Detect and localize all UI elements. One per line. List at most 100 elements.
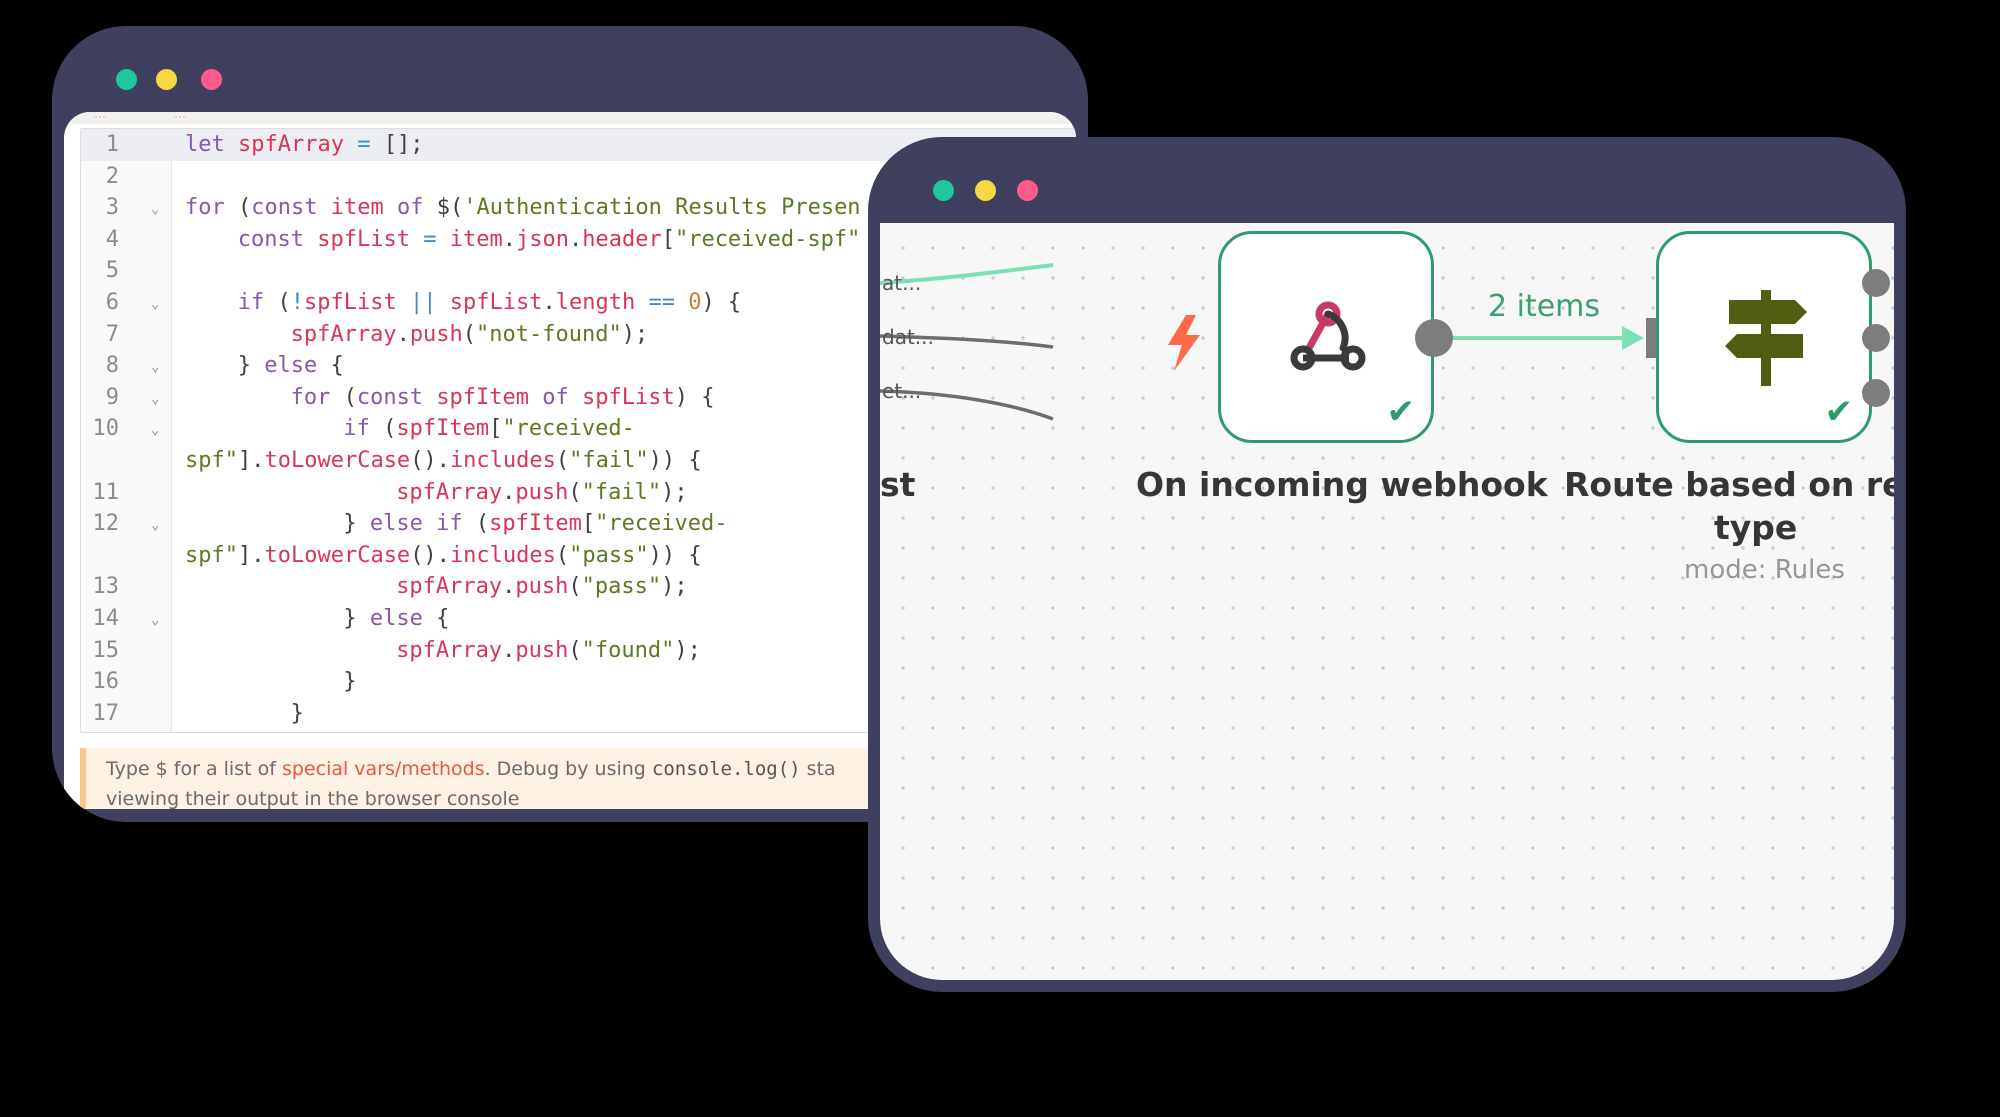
code-text: if (spfItem["received-: [343, 416, 635, 442]
code-line[interactable]: 3 ⌄ for (const item of $('Authentication R…: [81, 192, 1076, 224]
code-text: spfArray.push("fail");: [396, 479, 688, 505]
edge-line[interactable]: [880, 389, 1054, 421]
hint-text: Type $ for a list of special vars/method…: [106, 758, 836, 780]
line-number: 12: [92, 511, 120, 537]
code-text: spf"].toLowerCase().includes("pass")) {: [185, 542, 702, 568]
code-line[interactable]: 13 spfArray.push("pass");: [81, 571, 1076, 603]
code-line[interactable]: 10 ⌄ if (spfItem["received-: [81, 413, 1076, 445]
line-number: 7: [105, 321, 119, 347]
line-number: 5: [105, 258, 119, 284]
edge-line[interactable]: [880, 263, 1054, 285]
line-number-gutter: [81, 129, 172, 732]
code-text: spfArray.push("pass");: [396, 574, 688, 600]
code-text: } else if (spfItem["received-: [343, 511, 728, 537]
fold-chevron-icon[interactable]: ⌄: [151, 201, 160, 218]
line-number: 1: [105, 132, 119, 157]
line-number: 4: [105, 226, 119, 252]
offscreen-node-label: st: [880, 465, 916, 504]
webhook-node-label: On incoming webhook: [1136, 465, 1548, 504]
workflow-canvas-window: at... dat... et... st ✔ 2 items On incom…: [868, 137, 1906, 992]
switch-node[interactable]: ✔: [1656, 231, 1872, 443]
code-text: }: [343, 669, 357, 695]
code-line[interactable]: 17}: [81, 698, 1076, 730]
code-text: spfArray.push("not-found");: [290, 321, 649, 347]
window-maximize-dot[interactable]: [116, 69, 137, 90]
code-text: if (!spfList || spfList.length == 0) {: [237, 290, 742, 315]
line-number: 9: [105, 384, 119, 410]
fold-chevron-icon[interactable]: ⌄: [151, 296, 160, 312]
switch-output-handle[interactable]: [1862, 324, 1890, 352]
window-close-dot[interactable]: [201, 69, 222, 90]
code-text: for (const item of $('Authentication Res…: [185, 195, 861, 221]
code-text: }: [290, 700, 304, 726]
fold-chevron-icon[interactable]: ⌄: [151, 390, 160, 407]
edge-label: at...: [882, 271, 922, 295]
window-maximize-dot[interactable]: [933, 180, 954, 201]
lightning-bolt-icon: [1168, 315, 1200, 371]
line-number: 8: [105, 353, 119, 379]
line-number: 17: [92, 700, 120, 726]
line-number: 13: [92, 574, 120, 600]
editor-tab[interactable]: …: [94, 112, 106, 121]
fold-chevron-icon[interactable]: ⌄: [151, 517, 160, 534]
line-number: 2: [105, 163, 119, 189]
code-line[interactable]: 1 let spfArray = [];: [81, 129, 1076, 161]
line-number: 3: [105, 195, 119, 221]
special-vars-link[interactable]: special vars/methods: [281, 758, 485, 780]
edge-label: dat...: [882, 325, 934, 349]
code-text: } else {: [343, 606, 450, 631]
line-number: 6: [105, 290, 119, 315]
window-minimize-dot[interactable]: [975, 180, 996, 201]
code-line[interactable]: 15 spfArray.push("found");: [81, 635, 1076, 667]
workflow-canvas[interactable]: at... dat... et... st ✔ 2 items On incom…: [880, 223, 1894, 980]
hint-text-continued: viewing their output in the browser cons…: [106, 788, 520, 809]
switch-output-handle[interactable]: [1862, 269, 1890, 297]
window-minimize-dot[interactable]: [156, 69, 177, 90]
line-number: 16: [92, 669, 120, 695]
window-close-dot[interactable]: [1017, 180, 1038, 201]
webhook-node[interactable]: ✔: [1218, 231, 1434, 443]
fold-chevron-icon[interactable]: ⌄: [151, 422, 160, 439]
switch-output-handle[interactable]: [1862, 379, 1890, 407]
switch-node-mode: mode: Rules: [1684, 555, 1845, 585]
edges-layer: [880, 263, 1660, 421]
editor-tab[interactable]: …: [174, 112, 186, 121]
code-text: const spfList = item.json.header["receiv…: [237, 226, 861, 252]
code-line[interactable]: 8 ⌄ } else {: [81, 350, 1076, 382]
code-text: let spfArray = [];: [185, 132, 424, 157]
code-line[interactable]: 11 spfArray.push("fail");: [81, 477, 1076, 509]
code-text: for (const spfItem of spfList) {: [290, 384, 715, 410]
code-line[interactable]: spf"].toLowerCase().includes("fail")) {: [81, 445, 1076, 477]
code-line[interactable]: 14 ⌄ } else {: [81, 603, 1076, 635]
code-line[interactable]: spf"].toLowerCase().includes("pass")) {: [81, 540, 1076, 572]
code-line[interactable]: 12 ⌄ } else if (spfItem["received-: [81, 508, 1076, 540]
switch-node-label: Route based on req: [1564, 465, 1894, 504]
webhook-icon: [1290, 301, 1366, 371]
webhook-output-handle[interactable]: [1415, 319, 1453, 357]
code-line[interactable]: 7 spfArray.push("not-found");: [81, 319, 1076, 351]
edge-label: et...: [882, 379, 922, 403]
code-line[interactable]: 2: [81, 161, 1076, 193]
console-log-code: console.log(): [651, 758, 801, 780]
connection-arrow: [1622, 326, 1644, 350]
code-line[interactable]: 6 ⌄ if (!spfList || spfList.length == 0) {: [81, 287, 1076, 319]
code-line[interactable]: 5: [81, 255, 1076, 287]
switch-node-label-line2: type: [1714, 508, 1798, 547]
success-check-icon: ✔: [1386, 392, 1416, 432]
line-number: 11: [92, 479, 120, 505]
success-check-icon: ✔: [1824, 392, 1854, 432]
code-text: spf"].toLowerCase().includes("fail")) {: [185, 448, 702, 473]
line-number: 14: [92, 606, 120, 631]
code-line[interactable]: 9 ⌄ for (const spfItem of spfList) {: [81, 382, 1076, 414]
line-number: 10: [92, 416, 120, 442]
connection-items-label: 2 items: [1488, 289, 1601, 324]
code-line[interactable]: 4 const spfList = item.json.header["recei…: [81, 224, 1076, 256]
code-line[interactable]: 16}: [81, 666, 1076, 698]
fold-chevron-icon[interactable]: ⌄: [151, 612, 160, 628]
editor-tab-strip: … …: [64, 112, 1076, 124]
code-text: } else {: [237, 353, 344, 379]
line-number: 15: [92, 637, 120, 663]
fold-chevron-icon[interactable]: ⌄: [151, 359, 160, 376]
edge-line[interactable]: [880, 334, 1054, 349]
code-text: spfArray.push("found");: [396, 637, 701, 663]
